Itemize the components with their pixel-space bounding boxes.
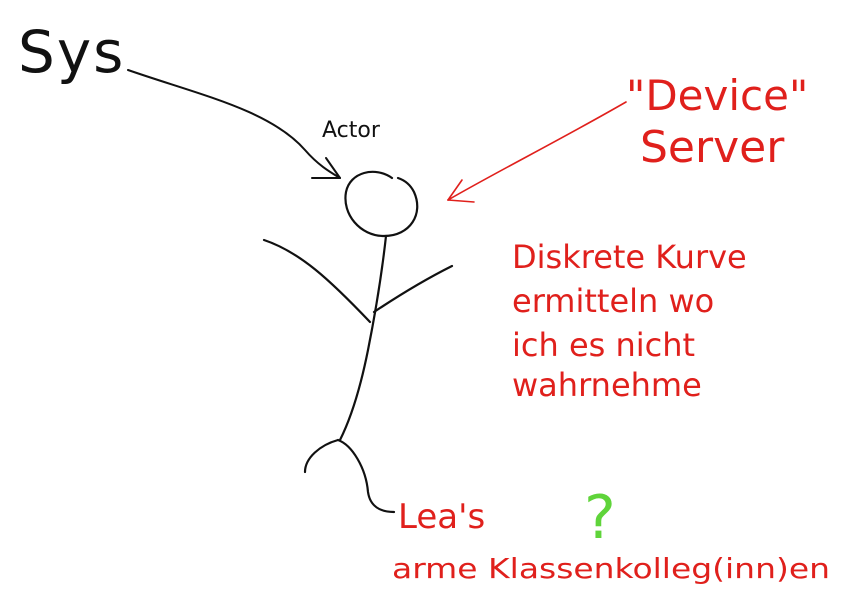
figure-head xyxy=(344,170,419,238)
note-line-4: wahrnehme xyxy=(512,366,702,404)
lea-line-1: Lea's xyxy=(398,497,485,537)
note-line-3: ich es nicht xyxy=(512,326,695,364)
device-label: "Device" xyxy=(626,71,808,120)
lea-line-2: arme Klassenkolleg(inn)en xyxy=(392,552,830,585)
sys-label: Sys xyxy=(18,18,125,86)
server-label: Server xyxy=(640,122,785,173)
device-to-actor-arrow xyxy=(447,101,627,203)
discrete-curve-note: Diskrete Kurve ermitteln wo ich es nicht… xyxy=(512,238,747,404)
actor-label: Actor xyxy=(322,118,381,143)
figure-right-leg xyxy=(336,438,396,514)
figure-left-leg xyxy=(303,438,340,474)
note-line-2: ermitteln wo xyxy=(512,282,714,320)
figure-body xyxy=(338,234,388,442)
lea-classmates-note: Lea's arme Klassenkolleg(inn)en xyxy=(392,497,830,585)
figure-right-arm xyxy=(372,264,454,314)
stick-figure xyxy=(262,170,454,514)
green-question-mark: ? xyxy=(584,483,616,553)
sys-to-actor-arrow xyxy=(127,69,341,179)
figure-left-arm xyxy=(262,238,372,324)
note-line-1: Diskrete Kurve xyxy=(512,238,747,276)
